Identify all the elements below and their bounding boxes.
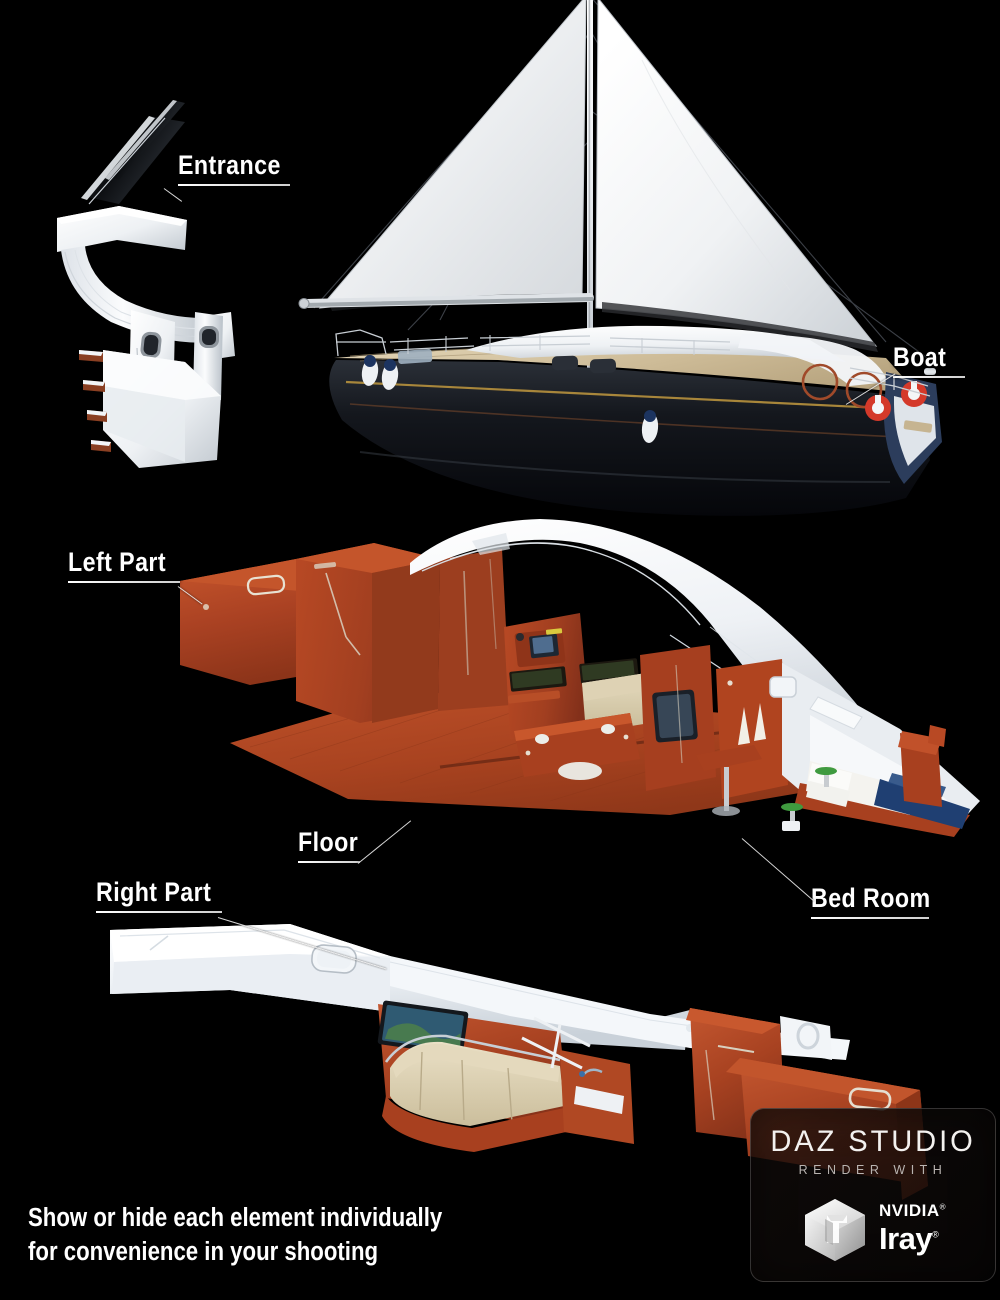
towel	[754, 703, 766, 741]
callout-bed-room: Bed Room	[811, 885, 950, 919]
potted-plant	[781, 803, 803, 831]
nvidia-cube-icon	[805, 1199, 865, 1261]
blanket	[874, 779, 970, 829]
stair-treads	[79, 350, 111, 452]
grab-rail	[384, 1034, 561, 1063]
porthole	[589, 358, 617, 374]
callout-right-part: Right Part	[96, 879, 230, 913]
porthole	[551, 355, 579, 371]
callout-left-part: Left Part	[68, 549, 182, 583]
callout-entrance-label: Entrance	[178, 150, 281, 180]
callout-right-part-label: Right Part	[96, 877, 212, 907]
callout-floor-label: Floor	[298, 827, 359, 857]
middle-cutaway-illustration	[110, 515, 990, 875]
bottom-cutaway-svg	[110, 924, 928, 1200]
daz-studio-title: DAZ STUDIO	[770, 1125, 976, 1158]
middle-cutaway-svg	[180, 519, 980, 837]
fenders	[361, 355, 659, 443]
callout-bed-room-rule	[811, 917, 929, 919]
callout-left-part-rule	[68, 581, 180, 583]
mid-partition	[640, 645, 716, 791]
pillow	[806, 781, 850, 807]
bulkhead-panels	[296, 543, 510, 723]
ladder-rails	[521, 1016, 591, 1070]
callout-bed-room-label: Bed Room	[811, 883, 931, 913]
bedroom-geometry	[769, 663, 980, 837]
iray-lockup: NVIDIA® Iray®	[769, 1195, 979, 1265]
entrance-svg	[57, 100, 235, 468]
tagline-line-1: Show or hide each element individually	[28, 1204, 443, 1232]
steering-wheel	[801, 363, 883, 409]
aft-desk	[898, 725, 946, 807]
sink	[574, 1086, 624, 1114]
sink-basin	[558, 762, 602, 780]
towel	[738, 707, 750, 745]
iray-wordmark: Iray®	[879, 1221, 939, 1256]
callout-entrance: Entrance	[178, 152, 298, 186]
callout-right-part-rule	[96, 911, 222, 913]
callout-boat: Boat	[893, 344, 965, 378]
saloon-geometry	[377, 1000, 634, 1152]
boat-hull	[329, 325, 942, 516]
callout-entrance-rule	[178, 184, 290, 186]
callout-boat-rule	[893, 376, 965, 378]
callout-boat-label: Boat	[893, 342, 947, 372]
jib-sail	[320, 0, 586, 308]
cockpit	[738, 334, 888, 386]
life-rings	[865, 381, 927, 421]
bow-pulpit	[335, 329, 731, 357]
callout-floor: Floor	[298, 829, 368, 863]
teak-deck	[334, 345, 918, 394]
nav-station	[504, 613, 650, 780]
daz-studio-badge: DAZ STUDIO RENDER WITH	[750, 1108, 996, 1282]
tagline-line-2: for convenience in your shooting	[28, 1237, 379, 1266]
mainsail	[596, 0, 876, 346]
potted-plant	[815, 767, 837, 787]
boom	[298, 293, 594, 309]
entrance-part-illustration	[45, 100, 275, 470]
sailboat-illustration	[290, 0, 970, 530]
companionway-arch	[61, 246, 217, 343]
locker-handle	[246, 574, 286, 596]
saloon-table	[696, 745, 762, 816]
sailboat-svg	[298, 0, 942, 516]
hatch-ring	[769, 676, 797, 698]
callout-floor-rule	[298, 861, 360, 863]
tagline: Show or hide each element individually f…	[28, 1202, 480, 1269]
cabinet-handle	[848, 1087, 892, 1111]
callout-left-part-label: Left Part	[68, 547, 167, 577]
bottom-cutaway-illustration	[90, 900, 990, 1220]
hatch-glass-cover	[81, 100, 185, 205]
render-with-subtitle: RENDER WITH	[798, 1163, 948, 1177]
nvidia-wordmark: NVIDIA®	[879, 1201, 947, 1220]
